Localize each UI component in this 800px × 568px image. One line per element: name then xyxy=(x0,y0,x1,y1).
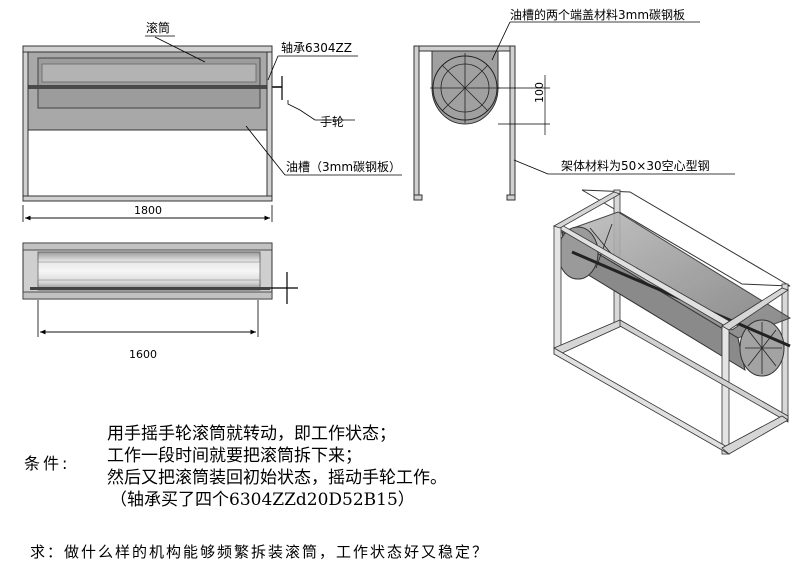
condition-line-4: （轴承买了四个6304ZZd20D52B15） xyxy=(110,490,415,510)
drum-length-dimension: 1600 xyxy=(129,348,157,361)
frame-material-label: 架体材料为50×30空心型钢 xyxy=(561,159,710,173)
question-text: 求：做什么样的机构能够频繁拆装滚筒，工作状态好又稳定？ xyxy=(30,543,490,561)
frame-length-dimension: 1800 xyxy=(134,204,162,217)
isometric-view xyxy=(553,189,792,455)
top-view xyxy=(22,242,298,337)
handwheel-label: 手轮 xyxy=(320,115,344,129)
bearing-label: 轴承6304ZZ xyxy=(281,40,352,55)
side-view xyxy=(413,21,735,201)
front-view xyxy=(22,35,402,222)
condition-line-3: 然后又把滚筒装回初始状态，摇动手轮工作。 xyxy=(107,468,447,488)
oil-tank-label: 油槽（3mm碳钢板） xyxy=(286,160,401,174)
condition-line-1: 用手摇手轮滚筒就转动，即工作状态； xyxy=(107,424,396,444)
height-dimension: 100 xyxy=(533,82,546,103)
conditions-title: 条件: xyxy=(24,454,71,473)
end-caps-label: 油槽的两个端盖材料3mm碳钢板 xyxy=(510,7,685,22)
drum-label: 滚筒 xyxy=(146,20,170,35)
condition-line-2: 工作一段时间就要把滚筒拆下来； xyxy=(107,446,362,466)
